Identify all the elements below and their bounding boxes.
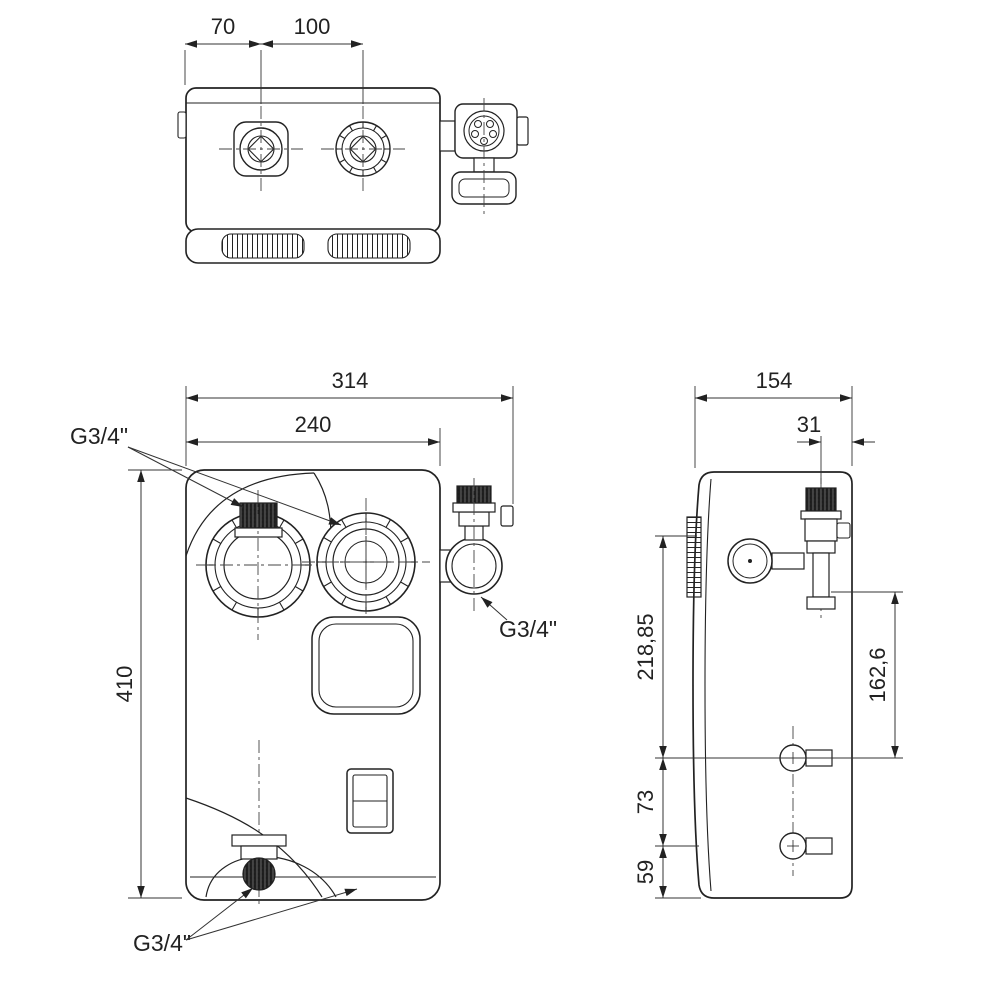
display-window-inner — [318, 623, 414, 708]
dim-162-6: 162,6 — [865, 647, 890, 702]
label-g34-top: G3/4" — [70, 423, 128, 449]
dim-100: 100 — [294, 14, 331, 39]
dim-59: 59 — [633, 860, 658, 884]
left-knob-knurled-cap — [239, 502, 278, 529]
front-view-dimensions: 314 240 410 — [112, 368, 514, 899]
top-view-left-fitting — [219, 106, 303, 192]
dim-240: 240 — [295, 412, 332, 437]
dim-218-85: 218,85 — [633, 613, 658, 680]
dim-154: 154 — [756, 368, 793, 393]
knob-side-knurl — [686, 516, 702, 598]
right-knurled-wheel — [327, 233, 411, 259]
cover-seam-arc-bottom — [185, 797, 323, 898]
left-knob — [196, 490, 320, 640]
side-cover-contour — [704, 478, 712, 892]
top-view-dimensions: 70 100 — [184, 14, 364, 104]
label-g34-bottom: G3/4" — [133, 930, 191, 956]
top-view-right-fitting — [321, 106, 405, 192]
dim-73: 73 — [633, 790, 658, 814]
dim-410: 410 — [112, 666, 137, 703]
dim-314: 314 — [332, 368, 369, 393]
side-view: 154 31 218,85 73 59 162,6 — [633, 368, 903, 899]
dim-31: 31 — [797, 412, 821, 437]
front-view: G3/4" G3/4" G3/4" 314 240 410 — [70, 368, 557, 956]
display-window — [311, 616, 421, 715]
label-g34-side: G3/4" — [499, 616, 557, 642]
top-view: 70 100 — [177, 14, 529, 264]
side-gauge — [727, 538, 805, 584]
bottom-knurled-port — [242, 857, 276, 891]
right-knob — [302, 498, 430, 626]
top-view-safety-valve-group — [439, 98, 529, 214]
side-view-body — [692, 471, 853, 899]
side-valve-cap — [805, 487, 837, 512]
side-safety-valve — [439, 478, 514, 612]
side-valve-column — [800, 478, 851, 618]
bottom-fitting — [231, 740, 287, 906]
dim-70: 70 — [211, 14, 235, 39]
top-view-body — [185, 87, 441, 233]
power-switch — [346, 768, 394, 834]
side-view-dimensions: 154 31 218,85 73 59 162,6 — [633, 368, 903, 899]
left-knurled-wheel — [221, 233, 305, 259]
front-view-labels: G3/4" G3/4" G3/4" — [70, 423, 557, 956]
cover-seam-arc-top — [185, 472, 315, 557]
top-view-side-clip — [177, 111, 187, 139]
